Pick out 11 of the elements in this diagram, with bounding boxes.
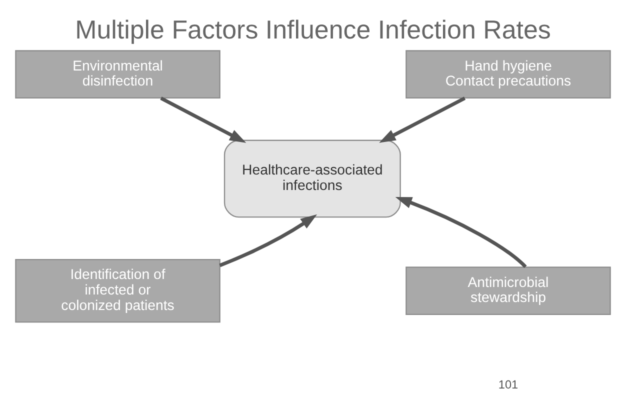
node-box: Antimicrobial stewardship — [406, 266, 611, 315]
arrow — [379, 96, 466, 143]
node-box: Identification of infected or colonized patients — [15, 258, 220, 323]
node-box: Environmental disinfection — [15, 50, 220, 99]
diagram-title: Multiple Factors Influence Infection Rates — [75, 16, 551, 44]
arrow — [160, 96, 246, 143]
arrow — [219, 214, 318, 268]
label: 101 — [498, 378, 518, 392]
node-box: Hand hygiene Contact precautions — [406, 50, 611, 99]
arrow — [395, 196, 527, 268]
node-box: Healthcare-associated infections — [224, 140, 401, 218]
